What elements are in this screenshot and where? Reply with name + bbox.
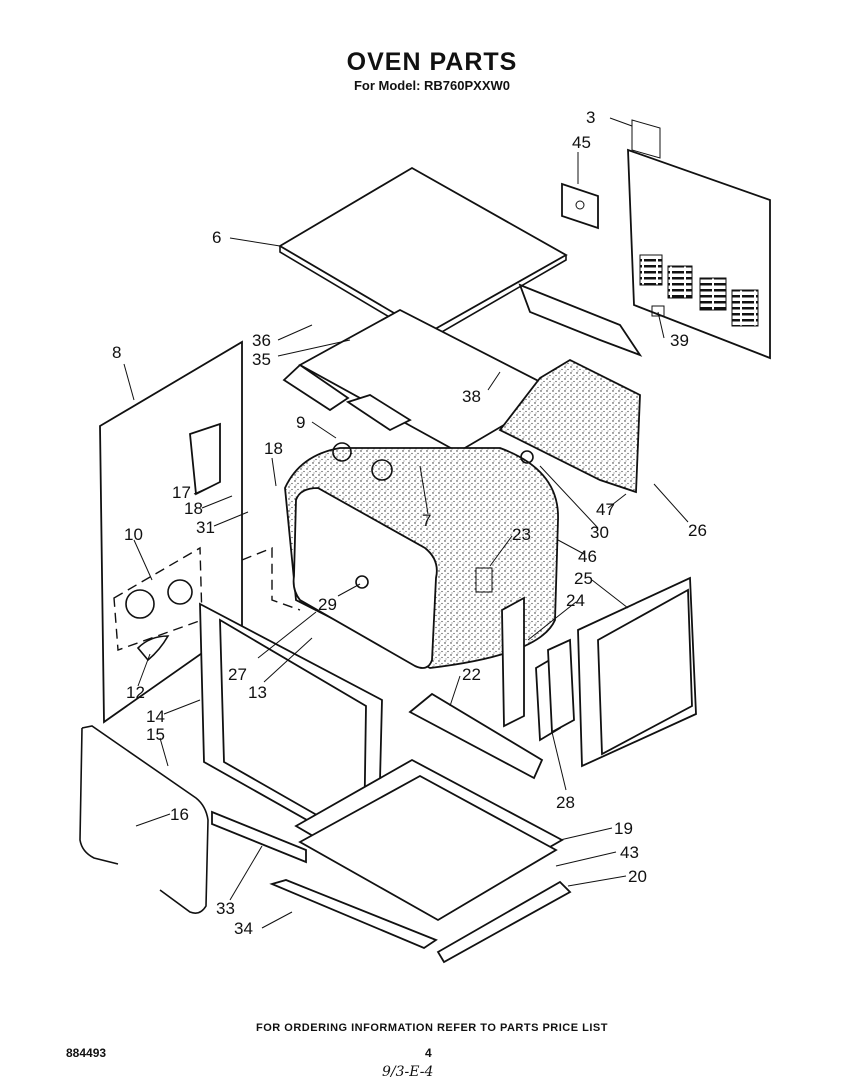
callout-leaders [123, 117, 689, 929]
callout-36: 36 [252, 331, 271, 350]
callout-labels: 3 45 6 39 36 35 8 38 9 18 17 18 31 7 47 … [112, 108, 707, 938]
oven-cavity [284, 442, 559, 669]
callout-7: 7 [422, 511, 431, 530]
callout-33: 33 [216, 899, 235, 918]
rear-insulation [498, 358, 641, 494]
front-trim [211, 810, 307, 864]
callout-29: 29 [318, 595, 337, 614]
callout-31: 31 [196, 518, 215, 537]
callout-13: 13 [248, 683, 267, 702]
support-rail [408, 692, 544, 780]
right-side-panel [577, 576, 697, 768]
callout-6: 6 [212, 228, 221, 247]
callout-17: 17 [172, 483, 191, 502]
oven-bottom [294, 758, 564, 922]
callout-46: 46 [578, 547, 597, 566]
document-number: 884493 [66, 1046, 107, 1060]
callout-38: 38 [462, 387, 481, 406]
callout-18-upper: 18 [264, 439, 283, 458]
callout-20: 20 [628, 867, 647, 886]
callout-3: 3 [586, 108, 595, 127]
callout-10: 10 [124, 525, 143, 544]
callout-26: 26 [688, 521, 707, 540]
callout-34: 34 [234, 919, 253, 938]
handwritten-note: 9/3-E-4 [382, 1064, 434, 1080]
model-subtitle: For Model: RB760PXXW0 [353, 78, 511, 93]
door-gasket [79, 725, 209, 914]
callout-15: 15 [146, 725, 165, 744]
top-panel [278, 166, 568, 341]
callout-45: 45 [572, 133, 591, 152]
rear-panel [627, 119, 771, 360]
callout-18-lower: 18 [184, 499, 203, 518]
callout-14: 14 [146, 707, 165, 726]
callout-24: 24 [566, 591, 585, 610]
page-number: 4 [425, 1046, 432, 1060]
callout-43: 43 [620, 843, 639, 862]
inner-top-bracket [282, 283, 643, 454]
callout-47: 47 [596, 500, 615, 519]
page-title: OVEN PARTS [346, 48, 518, 76]
bracket [561, 182, 599, 230]
callout-27: 27 [228, 665, 247, 684]
ordering-note: FOR ORDERING INFORMATION REFER TO PARTS … [256, 1022, 608, 1034]
callout-39: 39 [670, 331, 689, 350]
callout-28: 28 [556, 793, 575, 812]
callout-30: 30 [590, 523, 609, 542]
callout-12: 12 [126, 683, 145, 702]
callout-16: 16 [170, 805, 189, 824]
callout-9: 9 [296, 413, 305, 432]
callout-25: 25 [574, 569, 593, 588]
vertical-bracket [501, 596, 525, 728]
callout-22: 22 [462, 665, 481, 684]
callout-8: 8 [112, 343, 121, 362]
door-hinge [535, 638, 575, 742]
kick-plate [269, 879, 438, 950]
callout-19: 19 [614, 819, 633, 838]
light-assembly [113, 546, 301, 662]
callout-35: 35 [252, 350, 271, 369]
callout-23: 23 [512, 525, 531, 544]
bottom-trim [436, 880, 572, 964]
